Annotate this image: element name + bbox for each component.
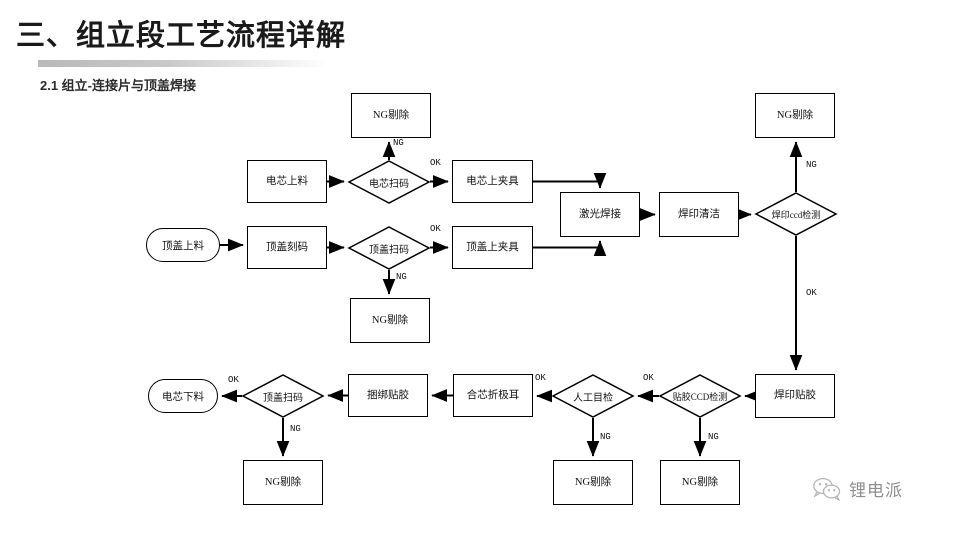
node-label: NG剔除 [776,109,814,121]
node-label: 电芯上料 [266,175,308,187]
node-weld-mark-cleaning[interactable]: 焊印清洁 [659,192,739,237]
edge-label-ok: OK [430,158,441,168]
node-binding-gluing[interactable]: 捆绑贴胶 [348,374,428,417]
node-weld-mark-gluing[interactable]: 焊印贴胶 [755,374,835,418]
node-label: 激光焊接 [579,208,621,220]
node-label: 电芯上夹具 [466,175,519,187]
edge-label-ok: OK [228,375,239,385]
watermark: 锂电派 [812,476,903,501]
edge-label-ok: OK [643,373,654,383]
node-label: 电芯下料 [162,391,204,403]
node-label: NG剔除 [681,476,719,488]
node-cell-code-scan[interactable]: 电芯扫码 [347,160,431,204]
node-label: 人工目检 [573,392,613,404]
edge-label-ng: NG [290,424,301,434]
node-label: 电芯扫码 [369,178,409,190]
node-label: 顶盖上夹具 [466,241,519,253]
node-label: NG剔除 [264,476,302,488]
node-label: 焊印贴胶 [774,390,816,402]
diamond-shape [658,374,742,418]
edge-label-ng: NG [393,138,404,148]
node-label: NG剔除 [372,109,410,121]
node-label: 顶盖上料 [162,240,204,252]
node-ng-reject-5[interactable]: NG剔除 [553,460,633,505]
edge-label-ng: NG [600,432,611,442]
node-ng-reject-4[interactable]: NG剔除 [243,460,323,505]
node-manual-visual-check[interactable]: 人工目检 [551,374,635,418]
edge-label-ng: NG [396,272,407,282]
node-weld-ccd-inspection[interactable]: 焊印ccd检测 [754,192,838,236]
node-cap-code-scan[interactable]: 顶盖扫码 [347,226,431,270]
node-label: 捆绑贴胶 [367,389,409,401]
edge-label-ok: OK [535,373,546,383]
node-glue-ccd-inspection[interactable]: 贴胶CCD检测 [658,374,742,418]
node-label: 顶盖扫码 [263,392,303,404]
diamond-shape [754,192,838,236]
node-ng-reject-2[interactable]: NG剔除 [350,298,430,343]
node-core-tab-folding[interactable]: 合芯折极耳 [453,374,533,417]
node-label: 焊印ccd检测 [771,209,821,220]
edge-label-ng: NG [806,160,817,170]
section-subtitle: 2.1 组立-连接片与顶盖焊接 [40,78,197,93]
node-cell-feeding[interactable]: 电芯上料 [247,160,327,203]
node-cap-code-marking[interactable]: 顶盖刻码 [247,226,327,269]
watermark-text: 锂电派 [849,481,903,500]
diamond-shape [347,160,431,204]
page-title: 三、组立段工艺流程详解 [16,20,347,52]
node-cell-unloading-end[interactable]: 电芯下料 [148,379,218,413]
node-label: 合芯折极耳 [466,389,520,401]
node-label: 顶盖刻码 [266,241,308,253]
node-cap-feeding-start[interactable]: 顶盖上料 [146,228,220,262]
diamond-shape [241,374,325,418]
edge-label-ok: OK [806,288,817,298]
node-label: NG剔除 [371,314,409,326]
node-ng-reject-1[interactable]: NG剔除 [351,93,431,138]
node-label: NG剔除 [574,476,612,488]
diamond-shape [347,226,431,270]
node-ng-reject-6[interactable]: NG剔除 [660,460,740,505]
edge-label-ok: OK [430,224,441,234]
node-cell-to-fixture[interactable]: 电芯上夹具 [452,160,533,203]
node-cap-to-fixture[interactable]: 顶盖上夹具 [452,226,533,269]
title-divider [38,60,328,67]
node-ng-reject-3[interactable]: NG剔除 [755,93,835,138]
wechat-icon [813,477,841,501]
node-laser-welding[interactable]: 激光焊接 [560,192,640,237]
diamond-shape [551,374,635,418]
edge-label-ng: NG [708,432,719,442]
node-label: 焊印清洁 [678,208,720,220]
node-label: 顶盖扫码 [369,244,409,256]
node-label: 贴胶CCD检测 [672,391,728,402]
node-cap-code-scan-2[interactable]: 顶盖扫码 [241,374,325,418]
